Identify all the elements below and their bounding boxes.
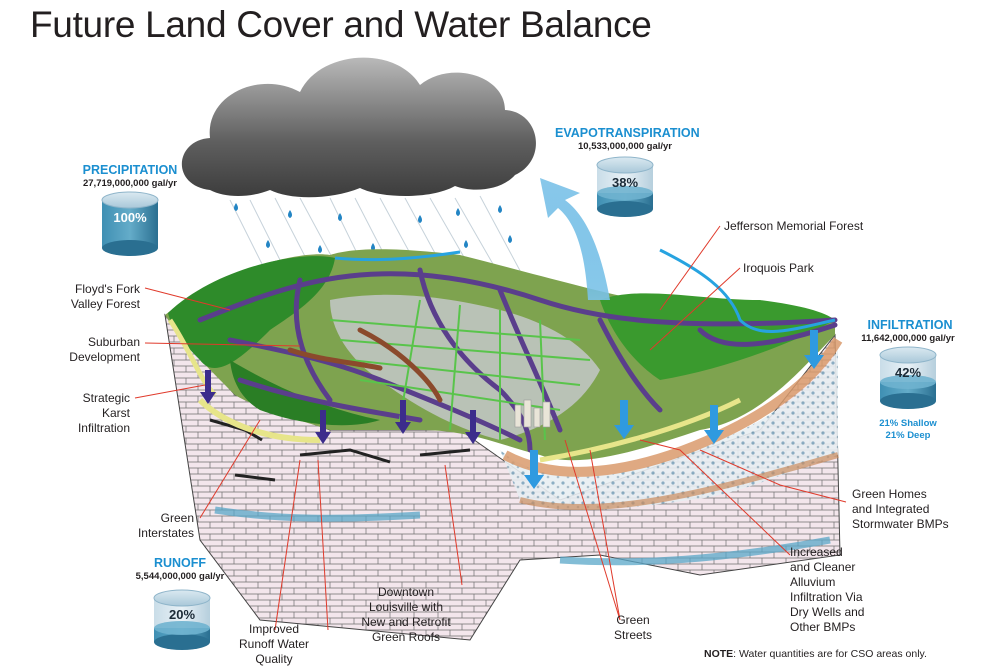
infiltration-shallow: 21% Shallow	[879, 418, 937, 429]
label-iroquois-park: Iroquois Park	[743, 261, 814, 275]
infiltration-arrow-icon	[524, 330, 824, 489]
label-floyds-fork: Floyd's Fork Valley Forest	[70, 282, 140, 311]
infiltration-title: INFILTRATION	[867, 318, 953, 332]
label-green-streets: Green Streets	[613, 613, 652, 642]
label-downtown-louisville: Downtown Louisville with New and Retrofi…	[361, 585, 451, 644]
runoff-cylinder	[153, 589, 211, 650]
leader-lines	[134, 225, 847, 631]
label-runoff-quality: Improved Runoff Water Quality	[238, 622, 310, 666]
page-title: Future Land Cover and Water Balance	[30, 4, 652, 45]
cloud-icon	[181, 57, 536, 198]
precipitation-title: PRECIPITATION	[82, 163, 178, 177]
label-strategic-karst: Strategic Karst Infiltration	[77, 391, 130, 435]
runoff-value: 5,544,000,000 gal/yr	[135, 571, 225, 582]
label-green-homes: Green Homes and Integrated Stormwater BM…	[852, 487, 949, 531]
runoff-arrow-icon	[200, 370, 481, 444]
infiltration-value: 11,642,000,000 gal/yr	[861, 333, 955, 344]
evapotranspiration-arrow-icon	[540, 178, 610, 300]
runoff-title: RUNOFF	[153, 556, 207, 570]
label-alluvium-infiltration: Increased and Cleaner Alluvium Infiltrat…	[790, 545, 865, 634]
runoff-percent: 20%	[168, 607, 196, 622]
evapotranspiration-cylinder	[596, 156, 654, 217]
label-suburban-development: Suburban Development	[69, 335, 140, 364]
evapotranspiration-percent: 38%	[611, 175, 639, 190]
evapotranspiration-value: 10,533,000,000 gal/yr	[577, 141, 673, 152]
infiltration-cylinder	[879, 346, 937, 409]
infiltration-percent: 42%	[894, 365, 922, 380]
precipitation-cylinder	[101, 191, 159, 256]
label-green-interstates: Green Interstates	[137, 511, 194, 540]
precipitation-percent: 100%	[113, 210, 147, 225]
label-jefferson-forest: Jefferson Memorial Forest	[724, 219, 864, 233]
evapotranspiration-title: EVAPOTRANSPIRATION	[555, 126, 700, 140]
footnote: NOTE: Water quantities are for CSO areas…	[704, 648, 927, 660]
infiltration-deep: 21% Deep	[885, 430, 931, 441]
precipitation-value: 27,719,000,000 gal/yr	[82, 178, 178, 189]
